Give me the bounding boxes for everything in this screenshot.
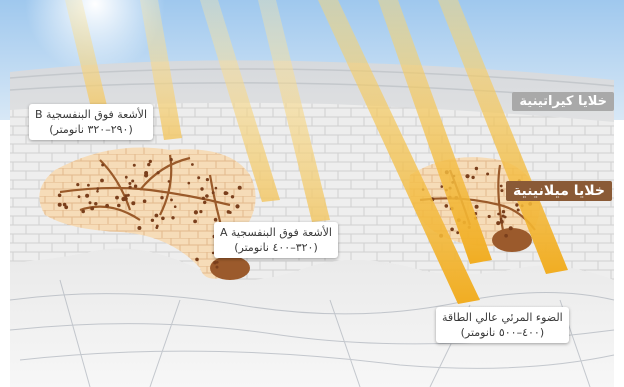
melanin-granule [64, 205, 68, 209]
melanin-granule [194, 210, 198, 214]
melanin-granule [504, 216, 507, 219]
melanin-granule [143, 199, 147, 203]
melanin-granule [144, 171, 148, 175]
melanin-granule [169, 158, 172, 161]
melanin-granule [205, 194, 209, 198]
uvb-title: الأشعة فوق البنفسجية B [35, 107, 147, 122]
melanin-granule [226, 192, 229, 195]
melanin-granule [214, 218, 218, 222]
melanin-granule [89, 201, 92, 204]
melanin-granule [199, 210, 202, 213]
melanin-granule [100, 179, 104, 183]
melanin-granule [238, 186, 242, 190]
melanin-granule [170, 199, 173, 202]
melanin-granule [131, 180, 134, 183]
melanin-granule [58, 203, 62, 207]
melanin-granule [195, 258, 199, 262]
melanin-granule [488, 215, 491, 218]
melanin-granule [81, 210, 85, 214]
melanin-granule [200, 187, 203, 190]
melanin-granule [502, 210, 505, 213]
melanin-granule [500, 185, 503, 188]
uva-callout: الأشعة فوق البنفسجية A (٣٢٠–٤٠٠ نانومتر) [214, 222, 338, 258]
melanin-granule [105, 204, 109, 208]
uvb-callout: الأشعة فوق البنفسجية B (٢٩٠–٣٢٠ نانومتر) [29, 104, 153, 140]
melanin-granule [456, 231, 459, 234]
melanin-granule [90, 207, 94, 211]
melanin-granule [475, 205, 479, 209]
melanin-granule [504, 234, 508, 238]
melanin-granule [206, 178, 209, 181]
melanin-granule [235, 204, 239, 208]
melanin-granule [174, 205, 177, 208]
melanin-granule [94, 202, 97, 205]
melanin-granule [157, 171, 160, 174]
melanin-granule [500, 218, 503, 221]
melanin-granule [441, 185, 444, 188]
melanin-granule [231, 195, 234, 198]
melanin-granule [131, 201, 135, 205]
melanin-granule [203, 201, 206, 204]
hev-callout: الضوء المرئي عالي الطاقة (٤٠٠–٥٠٠ نانومت… [436, 307, 569, 343]
melanin-granule [161, 217, 165, 221]
melanocytes-label: خلايا ميلانينية [506, 181, 612, 201]
melanin-granule [96, 190, 99, 193]
hev-range: (٤٠٠–٥٠٠ نانومتر) [442, 325, 563, 340]
melanin-granule [188, 182, 191, 185]
melanin-granule [133, 164, 136, 167]
melanin-granule [171, 216, 174, 219]
melanin-granule [229, 211, 232, 214]
melanin-granule [155, 226, 158, 229]
melanin-granule [215, 187, 218, 190]
melanin-granule [445, 204, 449, 208]
uvb-range: (٢٩٠–٣٢٠ نانومتر) [35, 122, 147, 137]
melanin-granule [496, 221, 500, 225]
uva-range: (٣٢٠–٤٠٠ نانومتر) [220, 240, 332, 255]
melanin-granule [500, 189, 503, 192]
melanin-granule [515, 203, 518, 206]
keratinocytes-label: خلايا كيراتينية [512, 92, 614, 111]
melanin-granule [497, 213, 500, 216]
melanin-granule [134, 185, 137, 188]
melanin-granule [137, 226, 141, 230]
melanin-granule [212, 191, 215, 194]
melanin-granule [96, 187, 99, 190]
melanin-granule [155, 214, 159, 218]
melanin-granule [197, 176, 200, 179]
melanin-granule [128, 182, 131, 185]
melanin-granule [124, 197, 128, 201]
melanin-granule [475, 167, 478, 170]
melanin-granule [193, 220, 197, 224]
melanin-granule [509, 226, 513, 230]
melanin-granule [117, 204, 121, 208]
melanin-granule [202, 197, 205, 200]
melanin-granule [465, 174, 469, 178]
melanin-granule [76, 183, 79, 186]
melanin-granule [87, 184, 90, 187]
melanin-granule [78, 195, 81, 198]
melanin-granule [216, 261, 219, 264]
melanin-granule [125, 176, 128, 179]
hev-title: الضوء المرئي عالي الطاقة [442, 310, 563, 325]
melanin-granule [149, 160, 152, 163]
melanin-granule [191, 163, 194, 166]
melanin-granule [517, 209, 520, 212]
melanin-granule [160, 196, 163, 199]
melanin-granule [471, 176, 474, 179]
melanin-granule [101, 164, 104, 167]
melanin-granule [216, 266, 219, 269]
melanin-granule [168, 180, 171, 183]
melanin-granule [147, 163, 150, 166]
melanin-granule [85, 194, 89, 198]
melanin-granule [115, 196, 119, 200]
uva-title: الأشعة فوق البنفسجية A [220, 225, 332, 240]
melanin-granule [58, 194, 62, 198]
melanin-granule [129, 186, 132, 189]
melanocyte-body-right [492, 228, 532, 252]
melanin-granule [151, 219, 154, 222]
melanin-granule [450, 228, 454, 232]
melanin-granule [486, 173, 489, 176]
